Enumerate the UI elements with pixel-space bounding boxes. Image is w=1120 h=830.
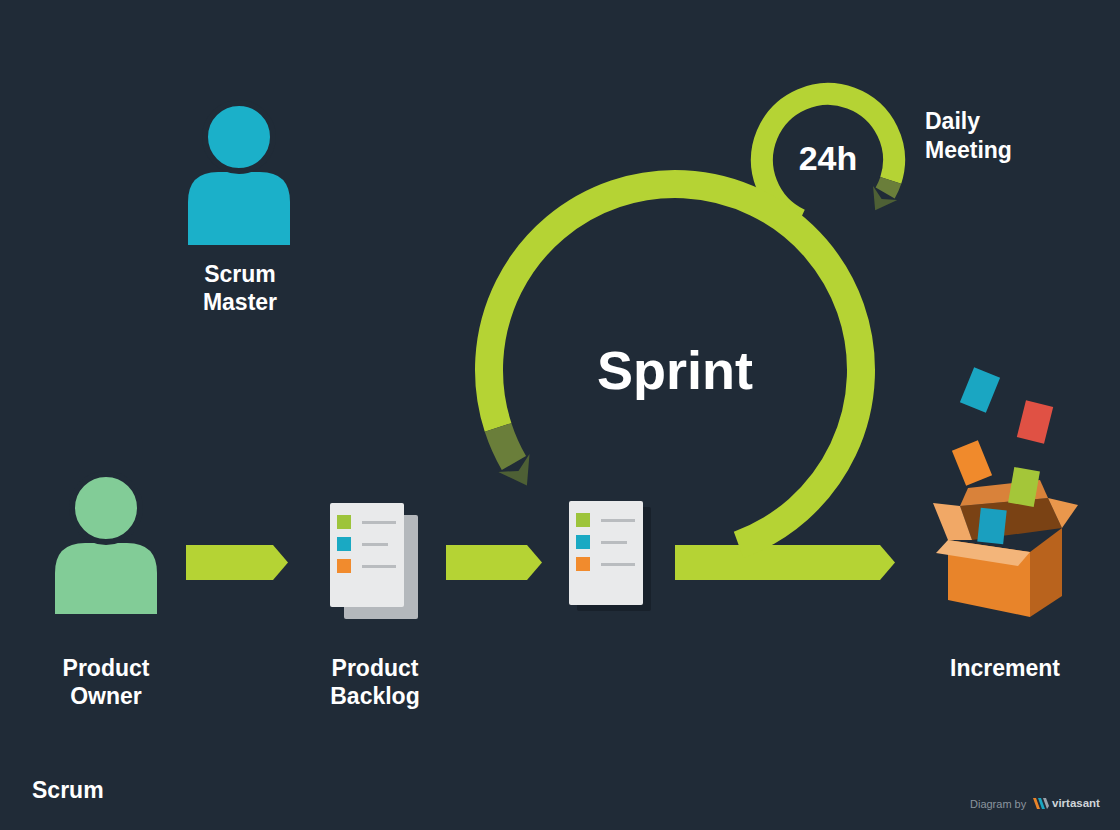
node-outline [288, 495, 462, 715]
item-square [576, 535, 590, 549]
loop-arc-fade [885, 180, 891, 193]
paper-card [960, 367, 1000, 413]
paper-card [1008, 467, 1040, 507]
artifact-box: Increment [915, 360, 1095, 690]
artifact-name: Product Backlog [310, 654, 440, 710]
role-name: Product Owner [46, 654, 166, 710]
node-outline [175, 100, 305, 322]
item-line [362, 565, 396, 568]
item-line [362, 543, 388, 546]
role-person: Scrum Master [175, 100, 305, 322]
role-person: Product Owner [26, 470, 186, 715]
loop-arrowhead [873, 186, 897, 210]
flow-arrow [186, 545, 288, 580]
item-line [362, 521, 396, 524]
role-name: Scrum Master [180, 260, 300, 316]
loop-arc [489, 184, 861, 545]
item-square [576, 557, 590, 571]
item-line [601, 563, 635, 566]
item-square [337, 559, 351, 573]
person-head [72, 474, 140, 542]
flow-arrow [675, 545, 895, 580]
cycle-length: 24h [788, 137, 868, 179]
credit-brand: virtasant [1052, 796, 1100, 810]
event-name: Sprint [525, 338, 825, 402]
flow-arrow [446, 545, 542, 580]
logo-mark [1043, 798, 1049, 809]
loop-arc-fade [498, 427, 514, 463]
document-page [330, 503, 404, 607]
person-head [205, 103, 273, 171]
loop-arrowhead [498, 454, 529, 486]
paper-card [1017, 400, 1053, 444]
item-square [337, 515, 351, 529]
paper-card [952, 440, 992, 486]
box-flap [936, 540, 1030, 566]
diagram-title: Scrum [32, 776, 104, 804]
person-body [188, 172, 290, 245]
node-outline [915, 360, 1095, 690]
credit-note: Diagram by [970, 797, 1026, 811]
box-flap [933, 503, 972, 540]
paper-card [977, 508, 1006, 545]
box-side [1030, 528, 1062, 617]
item-line [601, 541, 627, 544]
item-square [337, 537, 351, 551]
person-body [55, 543, 157, 614]
item-line [601, 519, 635, 522]
artifact-name: Increment [925, 654, 1085, 682]
box-flap [1048, 498, 1078, 528]
document-page [569, 501, 643, 605]
event-name: Daily Meeting [925, 107, 1060, 165]
item-square [576, 513, 590, 527]
artifact-document: Product Backlog [288, 495, 462, 715]
sprint-loop: Sprint [472, 165, 878, 575]
